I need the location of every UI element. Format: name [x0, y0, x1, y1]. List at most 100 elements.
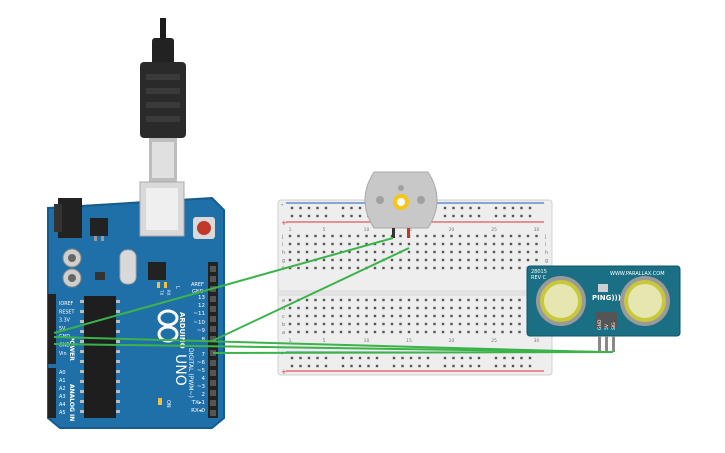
- breadboard-hole: [324, 206, 328, 210]
- sensor-pin-label: SIG: [611, 322, 617, 330]
- breadboard-hole: [331, 306, 334, 310]
- breadboard-hole: [316, 364, 319, 368]
- breadboard-hole: [484, 298, 487, 302]
- digital-pin-label: 13: [198, 295, 205, 301]
- digital-pin-label: 8: [202, 337, 206, 343]
- breadboard-hole: [494, 356, 498, 360]
- breadboard-hole: [331, 322, 334, 326]
- breadboard-hole: [460, 364, 464, 368]
- breadboard-hole: [365, 242, 368, 246]
- breadboard-column-number: 10: [364, 338, 370, 344]
- breadboard-hole: [526, 250, 530, 254]
- breadboard-column-number: 1: [289, 338, 292, 344]
- breadboard-hole: [416, 258, 419, 262]
- breadboard-hole: [297, 250, 300, 254]
- breadboard-hole: [443, 356, 447, 360]
- breadboard-hole: [509, 250, 513, 254]
- analog-pin-label: A0: [59, 370, 66, 376]
- breadboard-hole: [416, 330, 419, 334]
- breadboard-hole: [484, 322, 487, 326]
- dc-motor: [364, 171, 438, 238]
- breadboard-hole: [407, 330, 411, 334]
- breadboard-hole: [518, 266, 521, 270]
- breadboard-hole: [469, 364, 472, 368]
- breadboard-hole: [392, 364, 396, 368]
- breadboard-hole: [305, 330, 309, 334]
- breadboard-hole: [314, 234, 317, 238]
- breadboard-column-number: 1: [289, 227, 292, 233]
- breadboard-hole: [424, 330, 428, 334]
- analog-pin-label: A3: [59, 394, 66, 400]
- breadboard-hole: [475, 306, 479, 310]
- breadboard-hole: [350, 364, 353, 368]
- digital-pin-label: 2: [202, 392, 206, 398]
- breadboard-hole: [484, 250, 487, 254]
- breadboard-hole: [305, 306, 309, 310]
- breadboard-hole: [433, 306, 436, 310]
- arduino-uno-board: UNO ARDUINO AREF GND DIGITAL (PWM~) POWE…: [47, 181, 225, 429]
- breadboard-hole: [426, 364, 430, 368]
- breadboard-row-letter: g: [282, 258, 285, 264]
- breadboard-hole: [450, 258, 453, 262]
- breadboard-hole: [409, 356, 413, 360]
- breadboard-hole: [509, 266, 513, 270]
- breadboard-hole: [407, 242, 411, 246]
- breadboard-hole: [288, 250, 292, 254]
- breadboard-hole: [501, 242, 504, 246]
- analog-pin-label: A1: [59, 378, 66, 384]
- breadboard-hole: [443, 364, 447, 368]
- breadboard-hole: [348, 266, 351, 270]
- sensor-pin-label: 5V: [604, 323, 610, 330]
- breadboard-hole: [382, 330, 385, 334]
- breadboard-hole: [458, 266, 462, 270]
- breadboard-hole: [314, 322, 317, 326]
- breadboard-hole: [390, 298, 394, 302]
- breadboard-hole: [331, 330, 334, 334]
- breadboard-hole: [288, 258, 292, 262]
- breadboard-hole: [484, 266, 487, 270]
- breadboard-hole: [477, 214, 481, 218]
- wire-motor-red: [211, 247, 410, 342]
- breadboard-hole: [467, 330, 470, 334]
- breadboard-hole: [441, 250, 445, 254]
- breadboard-hole: [341, 364, 345, 368]
- breadboard-hole: [365, 298, 368, 302]
- rail-plus-bottom: +: [281, 368, 287, 376]
- breadboard-hole: [365, 306, 368, 310]
- breadboard-hole: [341, 206, 345, 210]
- breadboard-hole: [484, 258, 487, 262]
- breadboard-hole: [511, 214, 515, 218]
- breadboard-column-number: 5: [323, 227, 326, 233]
- breadboard-hole: [458, 298, 462, 302]
- breadboard-hole: [288, 242, 292, 246]
- breadboard-hole: [339, 258, 343, 262]
- breadboard-hole: [356, 314, 360, 318]
- power-pin-label: Vin: [59, 351, 67, 357]
- breadboard-hole: [535, 258, 538, 262]
- breadboard-hole: [399, 298, 402, 302]
- breadboard-hole: [356, 298, 360, 302]
- breadboard-hole: [373, 266, 377, 270]
- breadboard-hole: [416, 322, 419, 326]
- breadboard-hole: [467, 242, 470, 246]
- breadboard-hole: [322, 258, 326, 262]
- breadboard-hole: [460, 206, 464, 210]
- breadboard-hole: [401, 356, 404, 360]
- breadboard-hole: [424, 298, 428, 302]
- breadboard-hole: [528, 206, 532, 210]
- breadboard-hole: [450, 298, 453, 302]
- breadboard-hole: [484, 306, 487, 310]
- breadboard-hole: [339, 306, 343, 310]
- breadboard-column-number: 30: [534, 338, 540, 344]
- breadboard-hole: [324, 214, 328, 218]
- breadboard-hole: [399, 306, 402, 310]
- breadboard-hole: [467, 306, 470, 310]
- breadboard-hole: [484, 242, 487, 246]
- breadboard-hole: [424, 258, 428, 262]
- breadboard-hole: [324, 356, 328, 360]
- breadboard-hole: [441, 322, 445, 326]
- breadboard-hole: [518, 250, 521, 254]
- breadboard-hole: [365, 314, 368, 318]
